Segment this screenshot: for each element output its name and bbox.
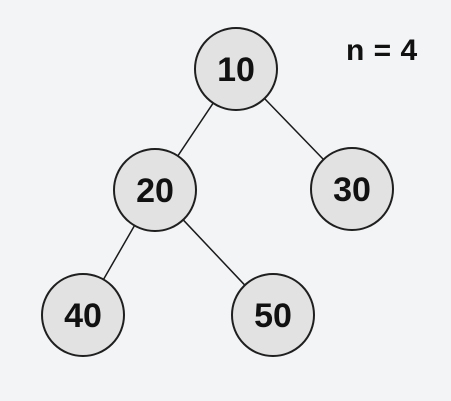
tree-node-circle (41, 273, 125, 357)
tree-node-label: 40 (64, 297, 102, 335)
tree-node-circle (310, 147, 394, 231)
tree-node-label: 30 (333, 171, 371, 209)
tree-edge-n20-n40 (102, 225, 136, 280)
tree-node-30: 30 (310, 147, 394, 231)
tree-node-40: 40 (41, 273, 125, 357)
tree-node-label: 10 (217, 51, 255, 89)
tree-node-circle (113, 148, 197, 232)
tree-node-label: 20 (136, 172, 174, 210)
tree-node-10: 10 (194, 27, 278, 111)
tree-nodes: 10 20 30 40 50 (41, 27, 394, 357)
tree-edge-n10-n30 (263, 97, 325, 161)
tree-node-label: 50 (254, 297, 292, 335)
tree-edges (102, 97, 325, 286)
tree-edge-n10-n20 (177, 102, 214, 157)
tree-edge-n20-n50 (182, 219, 246, 286)
tree-node-circle (231, 273, 315, 357)
node-count-annotation: n = 4 (346, 34, 418, 67)
tree-node-circle (194, 27, 278, 111)
tree-node-50: 50 (231, 273, 315, 357)
tree-node-20: 20 (113, 148, 197, 232)
